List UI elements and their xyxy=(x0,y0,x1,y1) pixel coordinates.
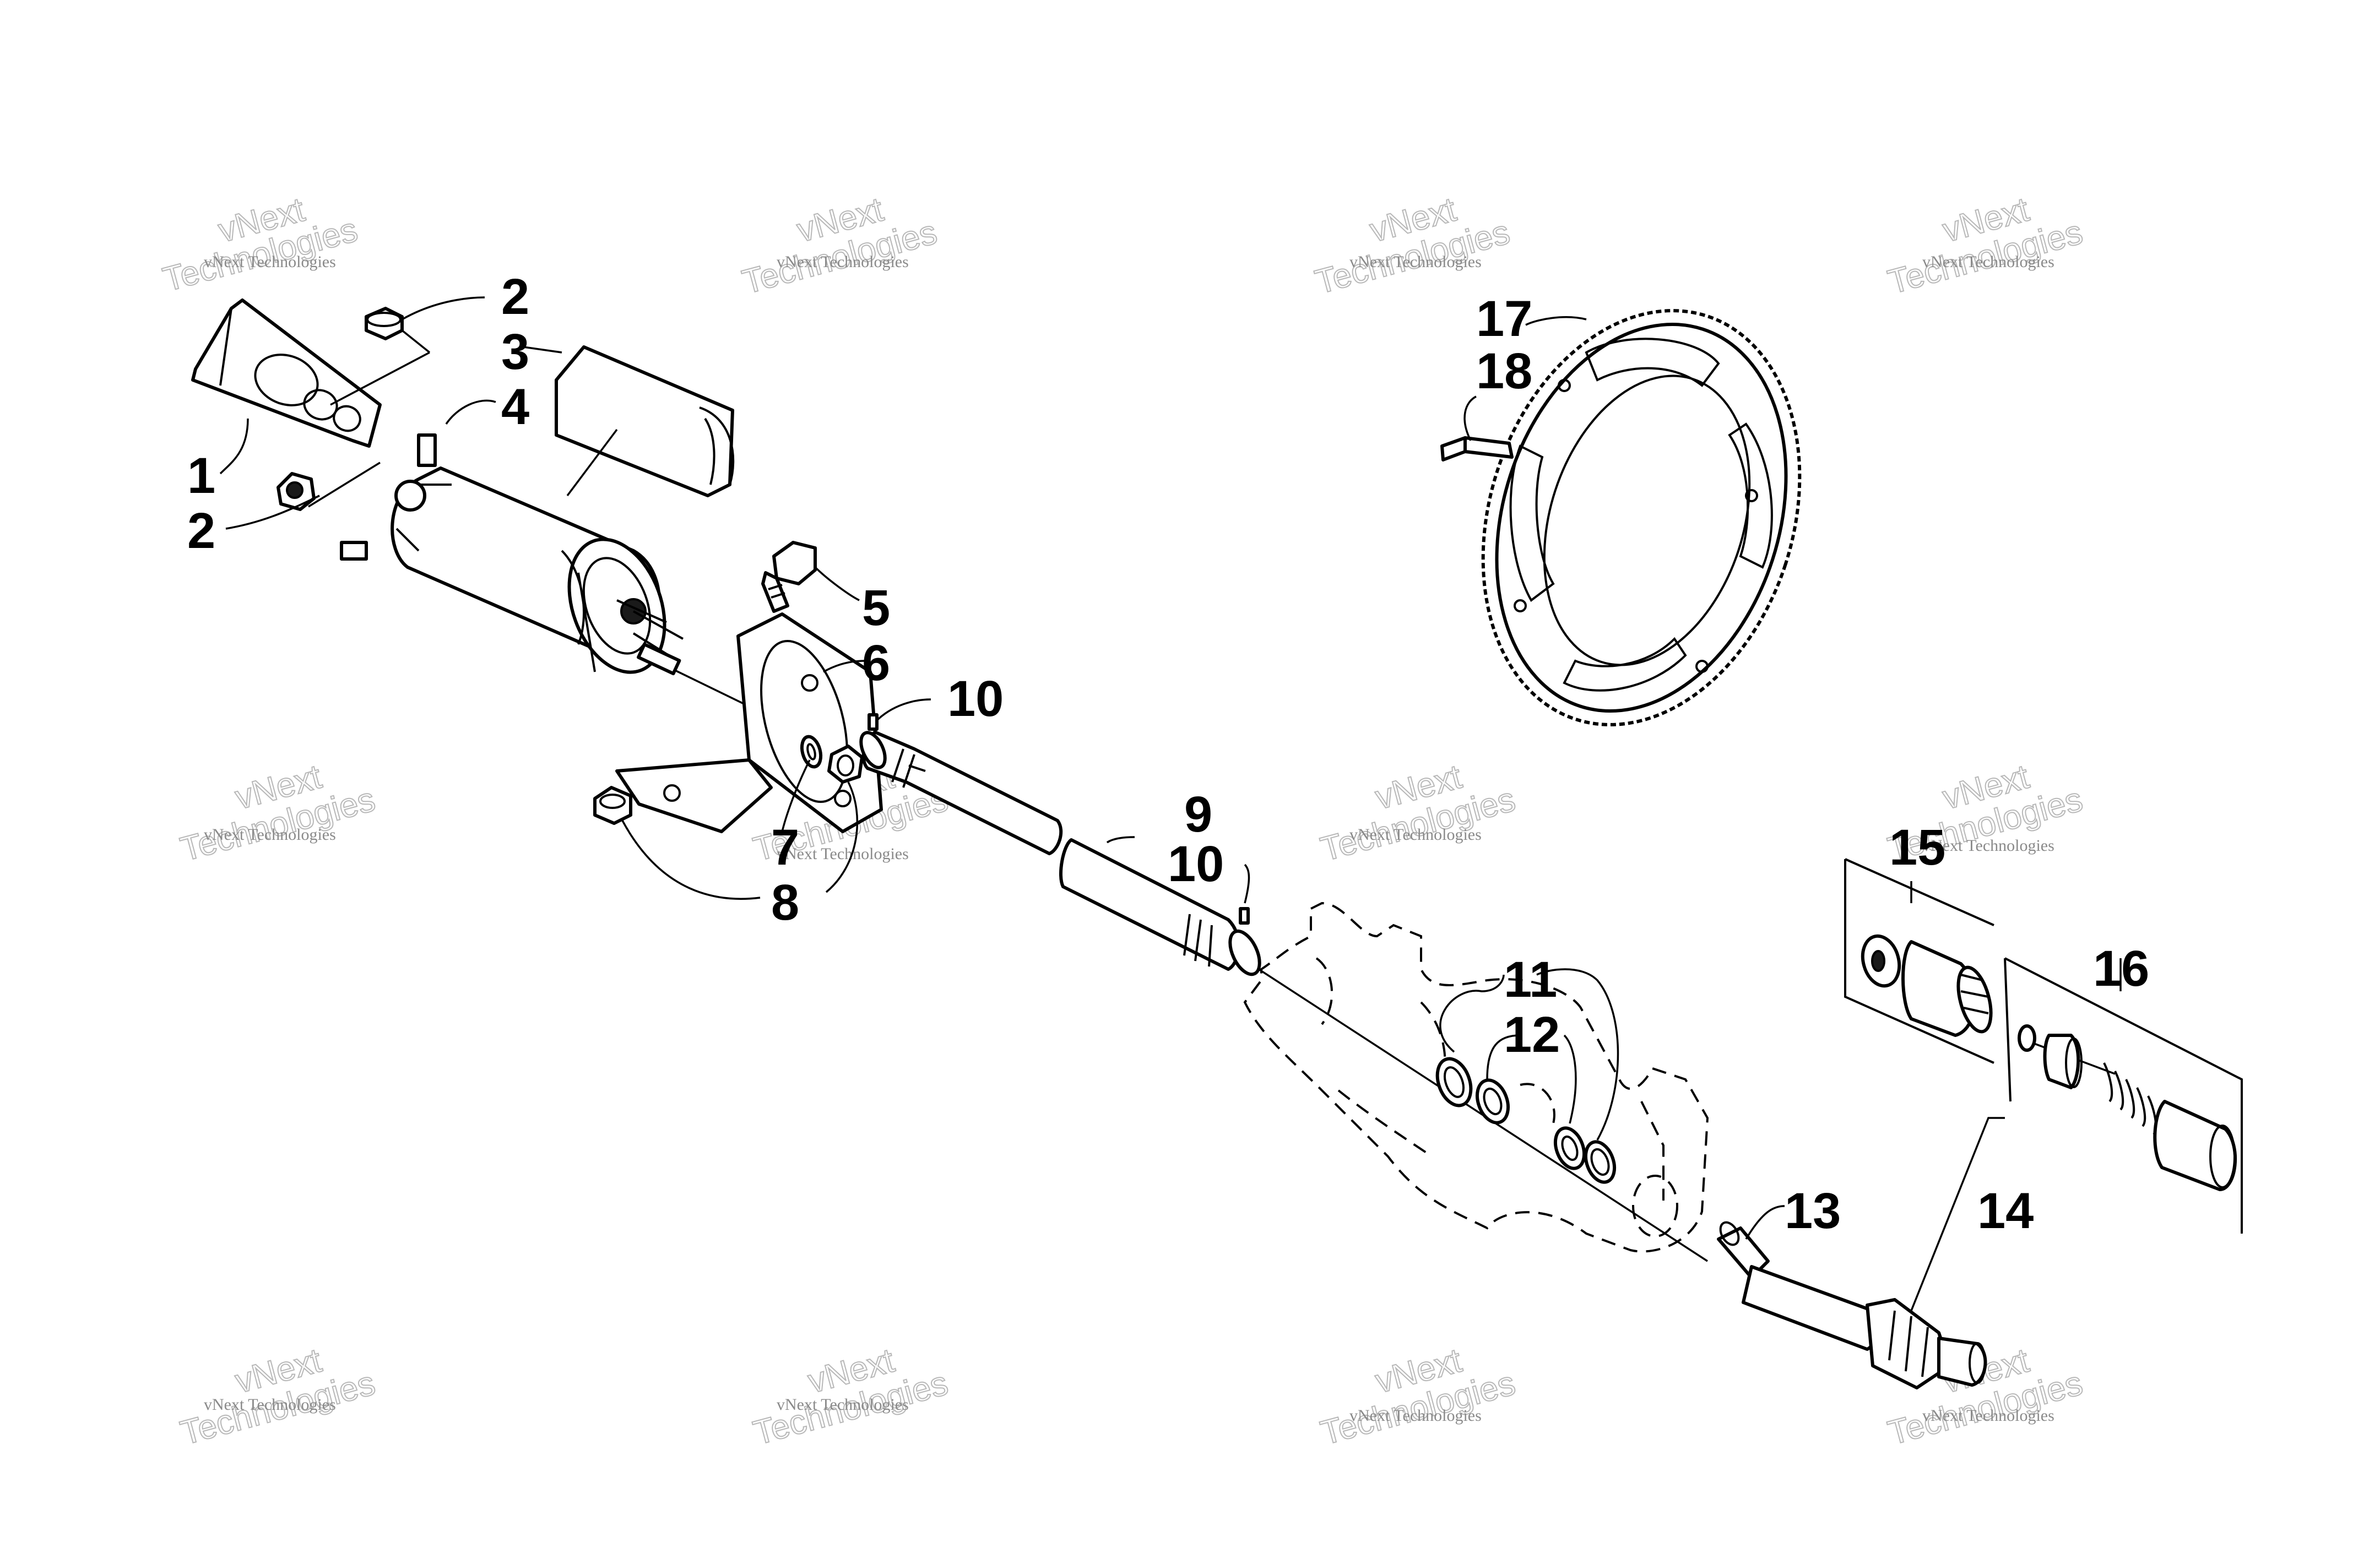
watermark-text: vNext Technologies xyxy=(1349,826,1482,844)
leader-lines xyxy=(219,296,2122,1311)
bushing-part-13 xyxy=(1717,1221,1770,1279)
seal-part-12-a xyxy=(1475,1078,1510,1125)
callout-7: 7 xyxy=(771,819,799,876)
nut-part-2-lower xyxy=(277,472,316,511)
watermark-mid-3: Technologies vNext xyxy=(1316,757,1520,870)
watermark-text: vNext Technologies xyxy=(1922,837,2054,855)
callout-18: 18 xyxy=(1476,343,1532,399)
callout-8: 8 xyxy=(771,875,799,931)
seal-part-12-b xyxy=(1553,1126,1586,1170)
callout-14: 14 xyxy=(1977,1183,2034,1239)
watermark-text: vNext Technologies xyxy=(1349,1407,1482,1425)
mount-bracket-part-1 xyxy=(191,298,382,448)
watermark-top-3: Technologies vNext xyxy=(1311,190,1514,302)
pinion-kit-part-15 xyxy=(1844,858,1994,1064)
callout-13: 13 xyxy=(1785,1183,1841,1239)
roll-pin-part-10-lower xyxy=(1239,907,1250,925)
watermark-text: vNext Technologies xyxy=(204,1395,336,1414)
callout-17: 17 xyxy=(1476,291,1532,347)
watermark-text: vNext Technologies xyxy=(204,253,336,271)
ring-gear-part-17 xyxy=(1481,309,1802,726)
watermark-text: vNext Technologies xyxy=(777,845,909,863)
nut-part-8-left xyxy=(593,786,632,825)
drive-shaft-part-14 xyxy=(1742,1265,1987,1389)
callout-4: 4 xyxy=(501,379,529,435)
watermark-text: vNext Technologies xyxy=(777,253,909,271)
callout-16: 16 xyxy=(2093,941,2149,997)
nut-part-2-upper xyxy=(365,307,404,340)
spring-kit-part-16 xyxy=(2004,957,2243,1234)
starter-cover-part-3 xyxy=(555,345,735,497)
watermark-text: vNext Technologies xyxy=(1922,1407,2054,1425)
callout-9: 9 xyxy=(1184,786,1212,843)
washer-part-11-a xyxy=(1435,1057,1473,1107)
watermark-text: vNext Technologies xyxy=(1922,253,2054,271)
bolt-part-5 xyxy=(761,541,817,613)
nut-part-8-right xyxy=(827,745,864,784)
watermark-bottom-1: Technologies vNext xyxy=(176,1341,380,1453)
callout-2-upper: 2 xyxy=(501,269,529,325)
watermark-mid-1: Technologies vNext xyxy=(176,757,380,870)
washer-part-11-b xyxy=(1584,1140,1617,1184)
callout-3: 3 xyxy=(501,324,529,380)
watermark-top-2: Technologies vNext xyxy=(738,190,941,302)
callout-12: 12 xyxy=(1504,1007,1560,1063)
starter-motor-part-4 xyxy=(340,433,684,676)
callout-10-lower: 10 xyxy=(1168,836,1224,892)
watermark-text: vNext Technologies xyxy=(204,826,336,844)
watermark-text: vNext Technologies xyxy=(1349,253,1482,271)
roll-pin-part-10-upper xyxy=(868,713,879,731)
screw-part-18 xyxy=(1440,436,1514,461)
starter-shaft-part-9 xyxy=(859,731,1261,976)
callout-1: 1 xyxy=(187,448,215,504)
watermark-top-1: Technologies vNext xyxy=(159,190,362,300)
callout-6: 6 xyxy=(862,635,890,691)
washer-part-7 xyxy=(800,735,823,769)
callout-2-lower: 2 xyxy=(187,503,215,559)
assembly-axis-shaft xyxy=(1250,963,1708,1262)
watermark-bottom-3: Technologies vNext xyxy=(1316,1341,1520,1453)
callout-15: 15 xyxy=(1889,819,1945,876)
callout-11: 11 xyxy=(1504,952,1557,1008)
watermark-top-4: Technologies vNext xyxy=(1884,190,2087,302)
engine-case-reference xyxy=(1243,902,1709,1253)
callout-10-upper: 10 xyxy=(947,671,1004,727)
watermark-text: vNext Technologies xyxy=(777,1395,909,1414)
watermark-bottom-2: Technologies vNext xyxy=(749,1341,952,1453)
callout-5: 5 xyxy=(862,580,890,636)
